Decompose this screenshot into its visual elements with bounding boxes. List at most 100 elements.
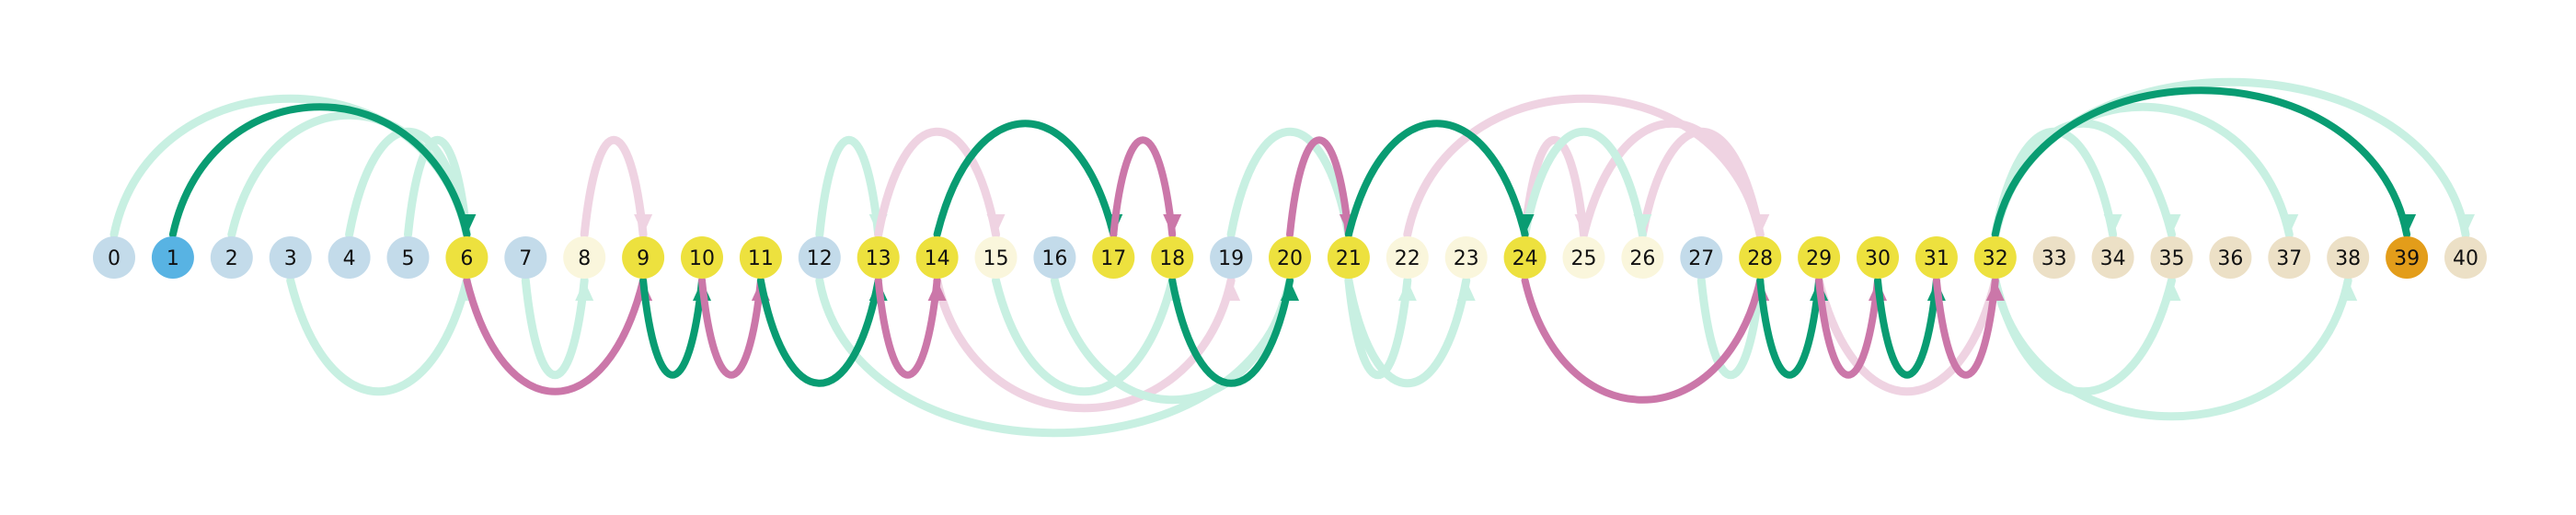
node-circle xyxy=(1857,236,1899,279)
node-label: 10 xyxy=(689,247,715,270)
node-circle xyxy=(2209,236,2252,279)
node-label: 26 xyxy=(1629,247,1655,270)
node-circle xyxy=(563,236,606,279)
node-28: 28 xyxy=(1739,236,1782,279)
node-label: 16 xyxy=(1041,247,1067,270)
node-1: 1 xyxy=(151,236,194,279)
node-0: 0 xyxy=(93,236,135,279)
node-label: 7 xyxy=(519,247,532,270)
node-circle xyxy=(1503,236,1547,279)
node-circle xyxy=(2327,236,2370,279)
node-14: 14 xyxy=(915,236,959,279)
node-label: 17 xyxy=(1100,247,1126,270)
node-label: 19 xyxy=(1218,247,1244,270)
node-circle xyxy=(328,236,371,279)
node-3: 3 xyxy=(269,236,312,279)
node-label: 34 xyxy=(2100,247,2126,270)
node-8: 8 xyxy=(563,236,606,279)
node-25: 25 xyxy=(1562,236,1605,279)
path-arrow-13-to-14 xyxy=(874,277,947,379)
node-label: 5 xyxy=(402,247,415,270)
node-circle xyxy=(269,236,312,279)
path-arrow-32-to-39 xyxy=(1991,86,2417,238)
node-label: 0 xyxy=(108,247,121,270)
node-36: 36 xyxy=(2209,236,2252,279)
node-circle xyxy=(504,236,547,279)
node-label: 30 xyxy=(1865,247,1891,270)
node-20: 20 xyxy=(1269,236,1311,279)
path-arrow-18-to-20 xyxy=(1168,277,1299,387)
node-2: 2 xyxy=(210,236,253,279)
node-label: 24 xyxy=(1512,247,1538,270)
node-31: 31 xyxy=(1915,236,1958,279)
node-circle xyxy=(2091,236,2134,279)
highlighted-path-layer xyxy=(168,86,2417,404)
node-label: 4 xyxy=(343,247,356,270)
node-circle xyxy=(1739,236,1782,279)
node-label: 14 xyxy=(925,247,950,270)
node-40: 40 xyxy=(2444,236,2487,279)
path-arrow-1-to-6 xyxy=(168,103,477,238)
node-label: 20 xyxy=(1277,247,1303,270)
node-17: 17 xyxy=(1092,236,1135,279)
node-label: 27 xyxy=(1688,247,1714,270)
node-circle xyxy=(2150,236,2193,279)
node-38: 38 xyxy=(2327,236,2370,279)
node-label: 32 xyxy=(1983,247,2008,270)
arrow-21-to-23 xyxy=(1344,276,1476,388)
node-29: 29 xyxy=(1798,236,1841,279)
node-circle xyxy=(1327,236,1370,279)
node-label: 15 xyxy=(983,247,1009,270)
node-34: 34 xyxy=(2091,236,2134,279)
node-circle xyxy=(622,236,665,279)
node-label: 38 xyxy=(2335,247,2361,270)
node-label: 39 xyxy=(2394,247,2420,270)
arrow-32-to-35 xyxy=(1991,119,2181,239)
path-arrow-24-to-28 xyxy=(1521,277,1770,404)
node-19: 19 xyxy=(1210,236,1253,279)
node-circle xyxy=(2032,236,2076,279)
arrow-8-to-9 xyxy=(580,135,653,239)
node-39: 39 xyxy=(2386,236,2429,279)
node-18: 18 xyxy=(1151,236,1194,279)
node-circle xyxy=(739,236,782,279)
node-label: 29 xyxy=(1806,247,1832,270)
arrow-3-to-6 xyxy=(286,276,477,396)
node-27: 27 xyxy=(1680,236,1723,279)
arrow-13-to-15 xyxy=(874,127,1006,239)
node-label: 21 xyxy=(1336,247,1362,270)
node-circle xyxy=(1210,236,1253,279)
node-circle xyxy=(2444,236,2487,279)
path-arrow-31-to-32 xyxy=(1932,277,2005,379)
node-12: 12 xyxy=(798,236,841,279)
node-circle xyxy=(2268,236,2311,279)
node-label: 18 xyxy=(1159,247,1185,270)
node-label: 23 xyxy=(1454,247,1479,270)
node-10: 10 xyxy=(681,236,723,279)
node-circle xyxy=(1621,236,1664,279)
node-circle xyxy=(386,236,430,279)
node-label: 3 xyxy=(284,247,297,270)
node-24: 24 xyxy=(1503,236,1547,279)
node-circle xyxy=(1798,236,1841,279)
node-label: 28 xyxy=(1747,247,1773,270)
node-label: 37 xyxy=(2276,247,2302,270)
arrow-14-to-19 xyxy=(933,276,1241,413)
path-arrow-10-to-11 xyxy=(698,277,770,379)
node-circle xyxy=(93,236,135,279)
node-23: 23 xyxy=(1444,236,1488,279)
node-4: 4 xyxy=(328,236,371,279)
node-32: 32 xyxy=(1973,236,2017,279)
node-16: 16 xyxy=(1033,236,1076,279)
node-circle xyxy=(445,236,489,279)
arrow-26-to-28 xyxy=(1638,127,1770,239)
node-circle xyxy=(1680,236,1723,279)
node-circle xyxy=(1151,236,1194,279)
node-label: 40 xyxy=(2453,247,2478,270)
arrow-7-to-8 xyxy=(521,276,594,380)
node-circle xyxy=(1562,236,1605,279)
node-circle xyxy=(1973,236,2017,279)
node-26: 26 xyxy=(1621,236,1664,279)
node-label: 33 xyxy=(2041,247,2067,270)
